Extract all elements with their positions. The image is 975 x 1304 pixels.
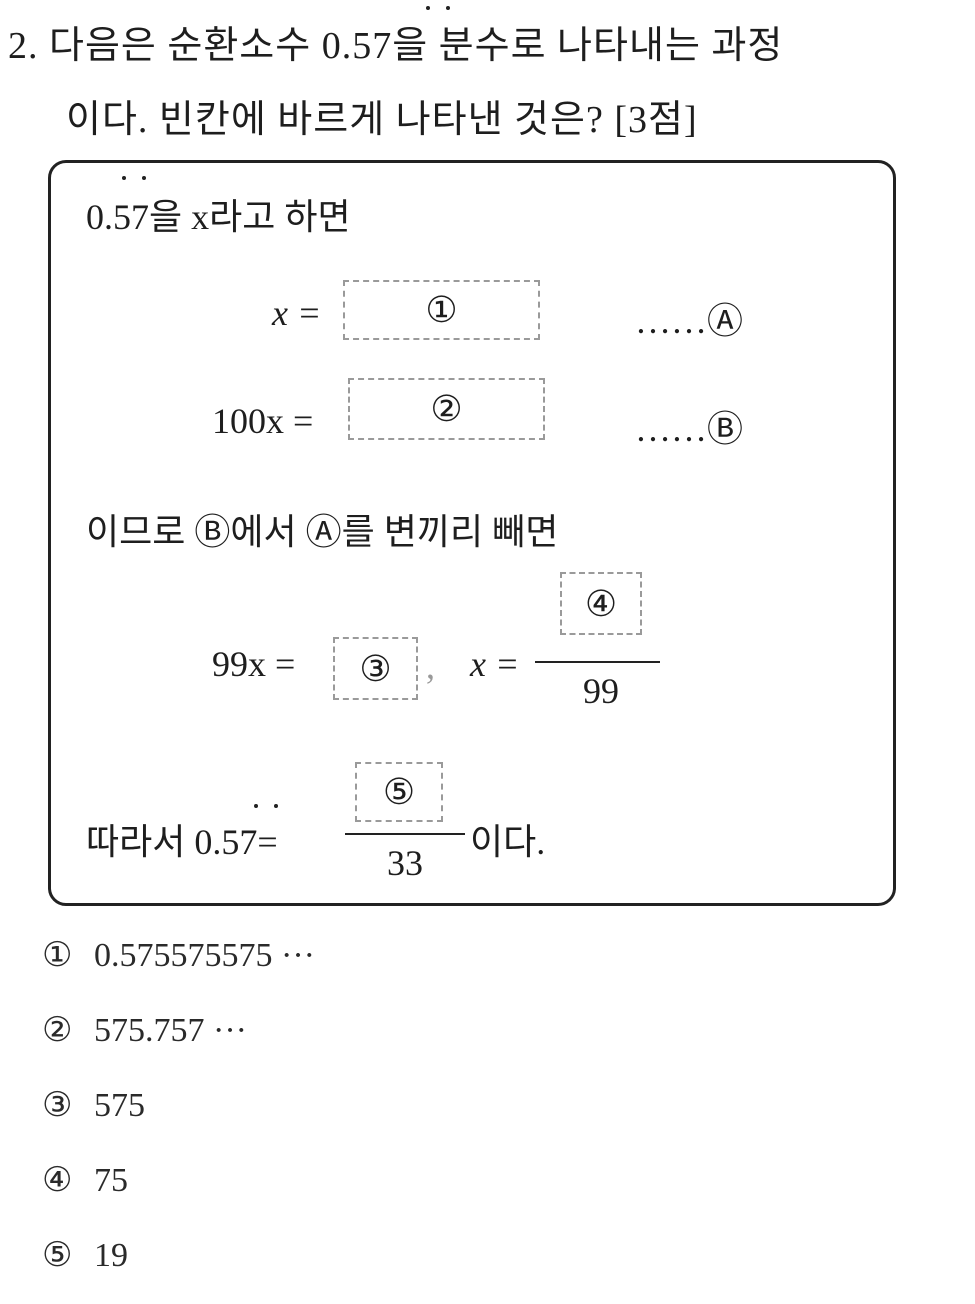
repeating-dot <box>142 176 146 180</box>
question-line-1: 다음은 순환소수 0.57을 분수로 나타내는 과정 <box>49 25 784 67</box>
equation-separator: , <box>426 646 435 686</box>
repeating-dot <box>274 804 278 808</box>
conclusion-denominator: 33 <box>387 843 423 883</box>
equation-b-tag: ……Ⓑ <box>635 409 744 449</box>
question-number: 2. <box>8 25 39 67</box>
equation-c-lhs: 99x = <box>212 644 296 684</box>
conclusion-suffix: 이다. <box>470 822 546 862</box>
question-line-2: 이다. 빈칸에 바르게 나타낸 것은? [3점] <box>66 99 698 141</box>
intro-text: 0.57을 x라고 하면 <box>86 197 351 237</box>
blank-3: ③ <box>333 637 418 700</box>
blank-4: ④ <box>560 572 642 635</box>
repeating-dot <box>426 6 430 10</box>
equation-b-lhs: 100x = <box>212 401 314 441</box>
equation-d-denominator: 99 <box>583 671 619 711</box>
fraction-line <box>535 661 660 663</box>
repeating-dot <box>446 6 450 10</box>
solution-box <box>48 160 896 906</box>
blank-5: ⑤ <box>355 762 443 822</box>
blank-1: ① <box>343 280 540 340</box>
conclusion-prefix: 따라서 0.57= <box>86 822 278 862</box>
repeating-dot <box>122 176 126 180</box>
subtract-text: 이므로 Ⓑ에서 Ⓐ를 변끼리 빼면 <box>86 512 559 552</box>
equation-a-lhs: x = <box>272 293 322 333</box>
equation-d-lhs: x = <box>470 644 520 684</box>
blank-2: ② <box>348 378 545 440</box>
repeating-dot <box>254 804 258 808</box>
equation-a-tag: ……Ⓐ <box>635 301 744 341</box>
fraction-line <box>345 833 465 835</box>
